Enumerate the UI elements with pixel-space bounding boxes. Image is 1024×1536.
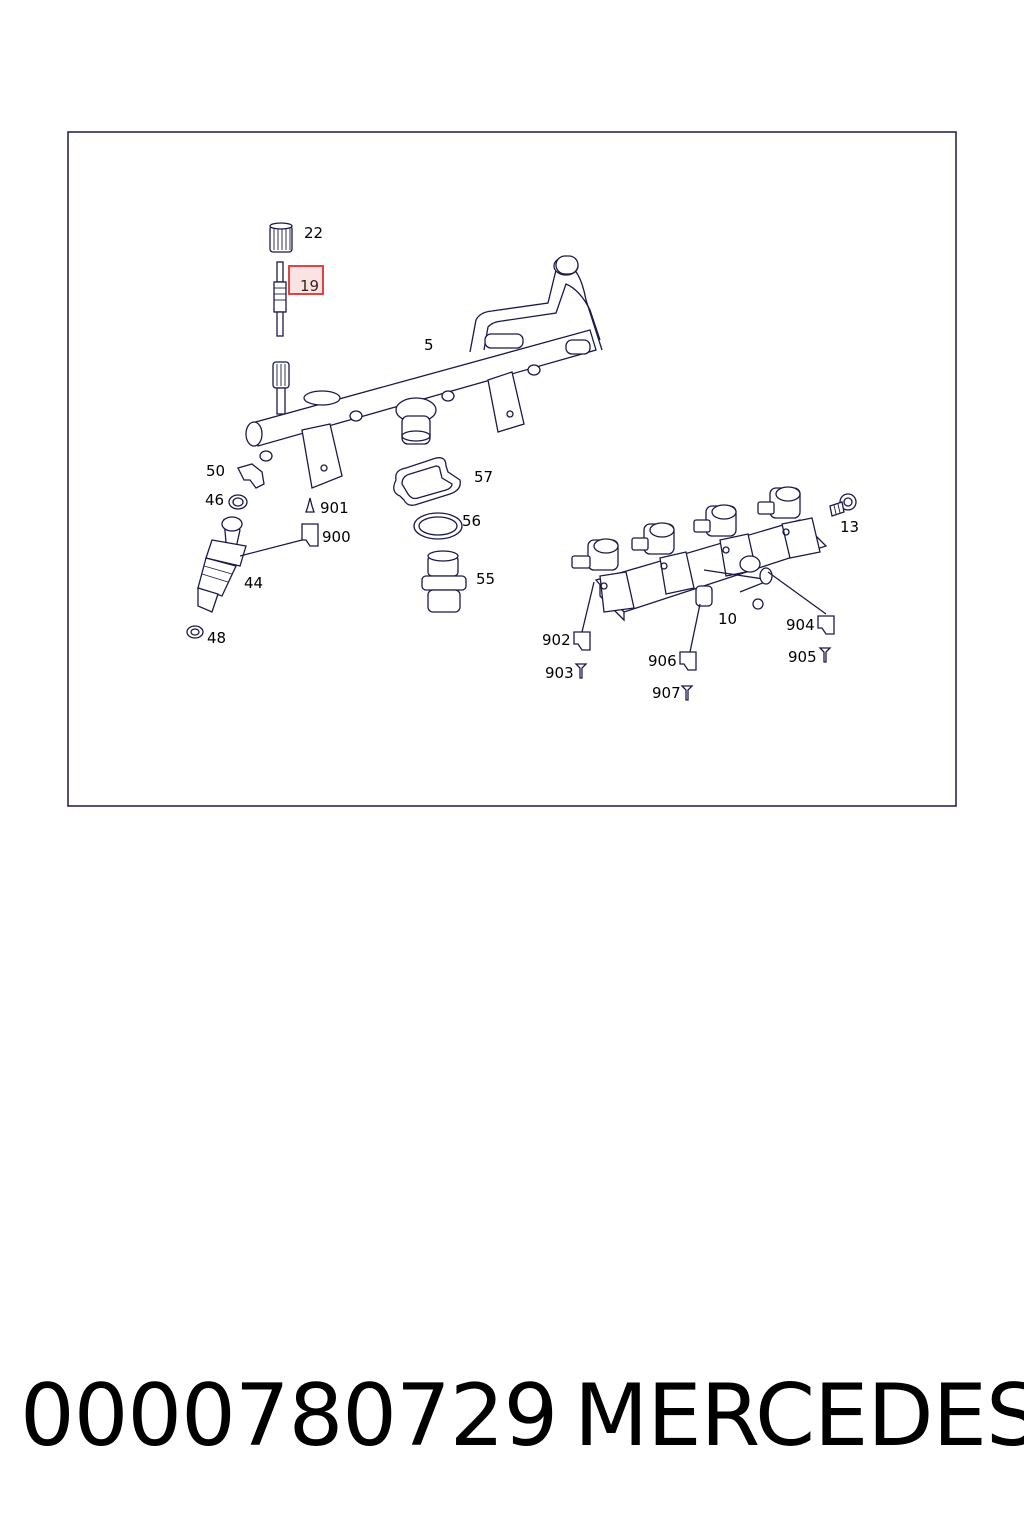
part-904-nut[interactable] — [817, 615, 835, 635]
label-50: 50 — [206, 462, 225, 480]
part-19-valve[interactable] — [273, 261, 287, 337]
part-905-bolt[interactable] — [818, 647, 832, 663]
label-10: 10 — [718, 610, 737, 628]
part-900-nut[interactable] — [301, 523, 319, 547]
part-56-o-ring[interactable] — [413, 512, 463, 540]
part-57-gasket[interactable] — [393, 457, 461, 506]
part-903-bolt[interactable] — [574, 663, 588, 679]
label-44: 44 — [244, 574, 263, 592]
label-48: 48 — [207, 629, 226, 647]
part-22-cap[interactable] — [269, 222, 293, 253]
label-57: 57 — [474, 468, 493, 486]
label-19: 19 — [300, 277, 319, 295]
label-904: 904 — [786, 616, 815, 634]
part-13-bolt[interactable] — [829, 493, 857, 517]
label-13: 13 — [840, 518, 859, 536]
label-906: 906 — [648, 652, 677, 670]
label-56: 56 — [462, 512, 481, 530]
part-907-bolt[interactable] — [680, 685, 694, 701]
parts-diagram: 22 19 5 50 46 901 900 44 48 57 56 55 13 … — [67, 131, 957, 807]
part-901-bolt[interactable] — [305, 497, 315, 513]
part-46-o-ring[interactable] — [228, 494, 248, 510]
label-901: 901 — [320, 499, 349, 517]
label-907: 907 — [652, 684, 681, 702]
highlight-box — [288, 265, 324, 295]
part-number: 0000780729 — [20, 1366, 558, 1466]
label-900: 900 — [322, 528, 351, 546]
label-55: 55 — [476, 570, 495, 588]
part-902-nut[interactable] — [573, 631, 591, 651]
part-10-injector-assembly[interactable] — [571, 486, 828, 653]
part-44-injector[interactable] — [197, 516, 303, 613]
label-902: 902 — [542, 631, 571, 649]
label-905: 905 — [788, 648, 817, 666]
label-903: 903 — [545, 664, 574, 682]
part-5-fuel-rail[interactable] — [245, 255, 603, 489]
diagram-frame — [67, 131, 957, 807]
label-5: 5 — [424, 336, 434, 354]
label-22: 22 — [304, 224, 323, 242]
label-46: 46 — [205, 491, 224, 509]
part-55-plug[interactable] — [421, 550, 467, 613]
part-57-gasket-inner — [401, 465, 453, 500]
brand-name: MERCEDES — [574, 1366, 1024, 1466]
part-50-clip[interactable] — [237, 463, 265, 489]
caption: 0000780729 MERCEDES — [0, 1366, 1024, 1476]
part-48-seal[interactable] — [186, 625, 204, 639]
part-906-nut[interactable] — [679, 651, 697, 671]
